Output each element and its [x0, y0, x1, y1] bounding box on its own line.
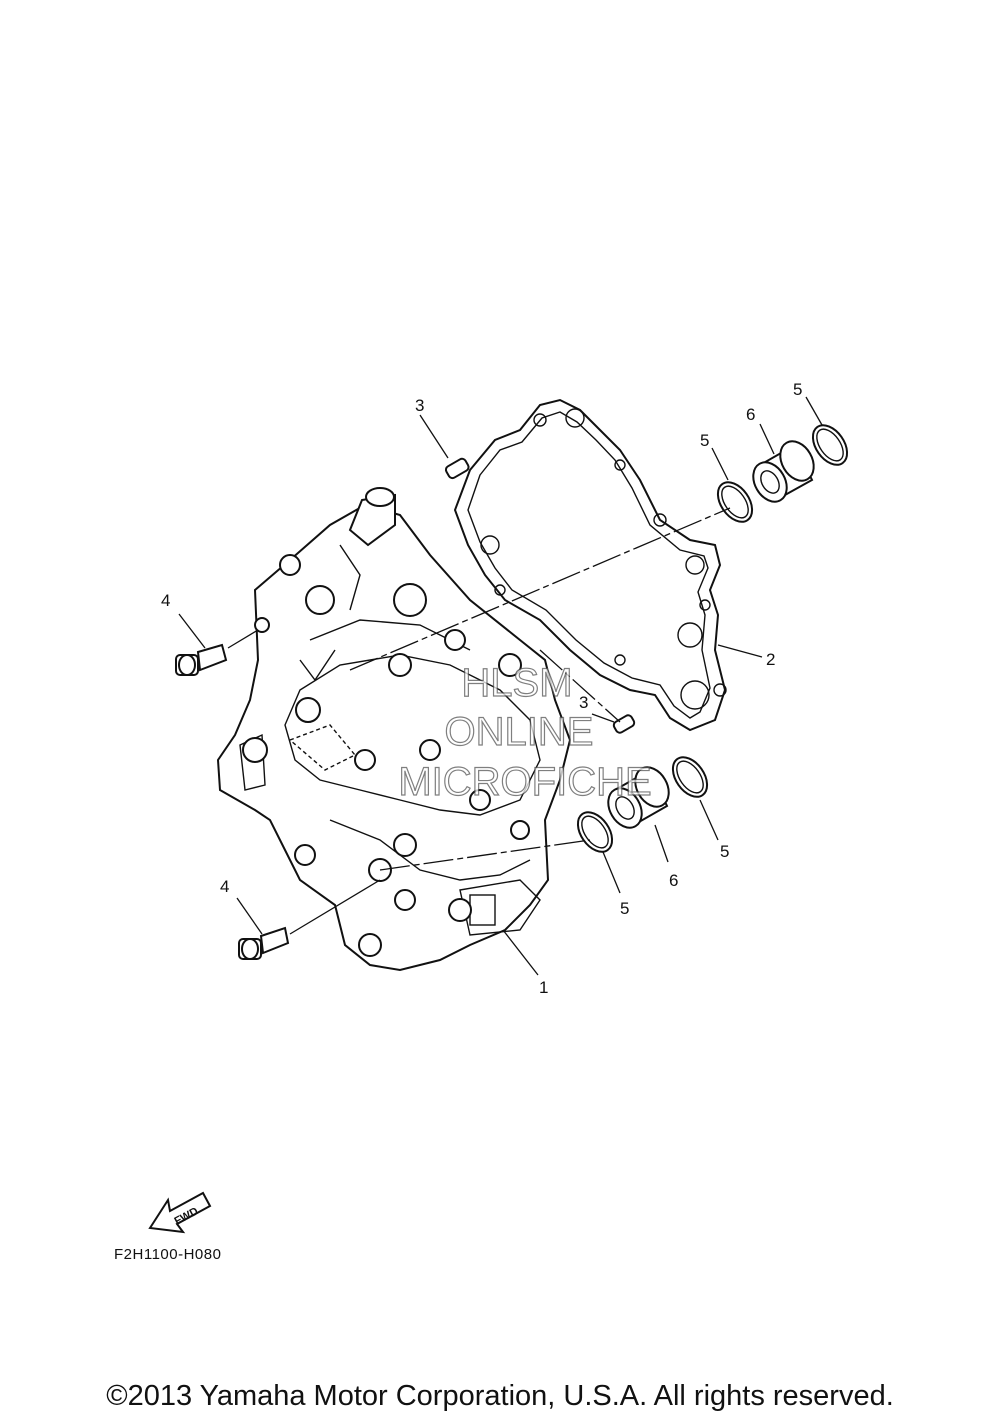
callouts: 3 3 5 5 5 5 6 6 4 4 2 1 [161, 380, 802, 997]
diagram-code: F2H1100-H080 [114, 1246, 222, 1263]
fwd-arrow-icon: FWD [148, 1191, 212, 1234]
cover-part-1 [216, 487, 572, 972]
watermark-line-1: HLSM [461, 661, 572, 705]
watermark: HLSM ONLINE MICROFICHE [398, 660, 653, 804]
dowel-pin-part-3 [444, 457, 636, 734]
o-ring-part-5 [576, 424, 849, 853]
collar-part-6 [607, 440, 815, 829]
callout-6-lower: 6 [669, 871, 678, 890]
watermark-line-2: ONLINE [445, 710, 594, 754]
callout-5-right-lower: 5 [720, 842, 729, 861]
callout-3-lower: 3 [579, 693, 588, 712]
copyright-footer: ©2013 Yamaha Motor Corporation, U.S.A. A… [106, 1380, 894, 1412]
callout-2: 2 [766, 650, 775, 669]
callout-6-upper: 6 [746, 405, 755, 424]
callout-4-lower: 4 [220, 877, 229, 896]
watermark-line-3: MICROFICHE [398, 760, 651, 804]
callout-1: 1 [539, 978, 548, 997]
callout-5-right-upper: 5 [793, 380, 802, 399]
callout-4-upper: 4 [161, 591, 170, 610]
callout-3-upper: 3 [415, 396, 424, 415]
callout-5-left-lower: 5 [620, 899, 629, 918]
gasket-part-2 [453, 398, 727, 732]
leader-lines [178, 396, 823, 976]
bolt-part-4 [175, 643, 290, 960]
callout-5-left-upper: 5 [700, 431, 709, 450]
